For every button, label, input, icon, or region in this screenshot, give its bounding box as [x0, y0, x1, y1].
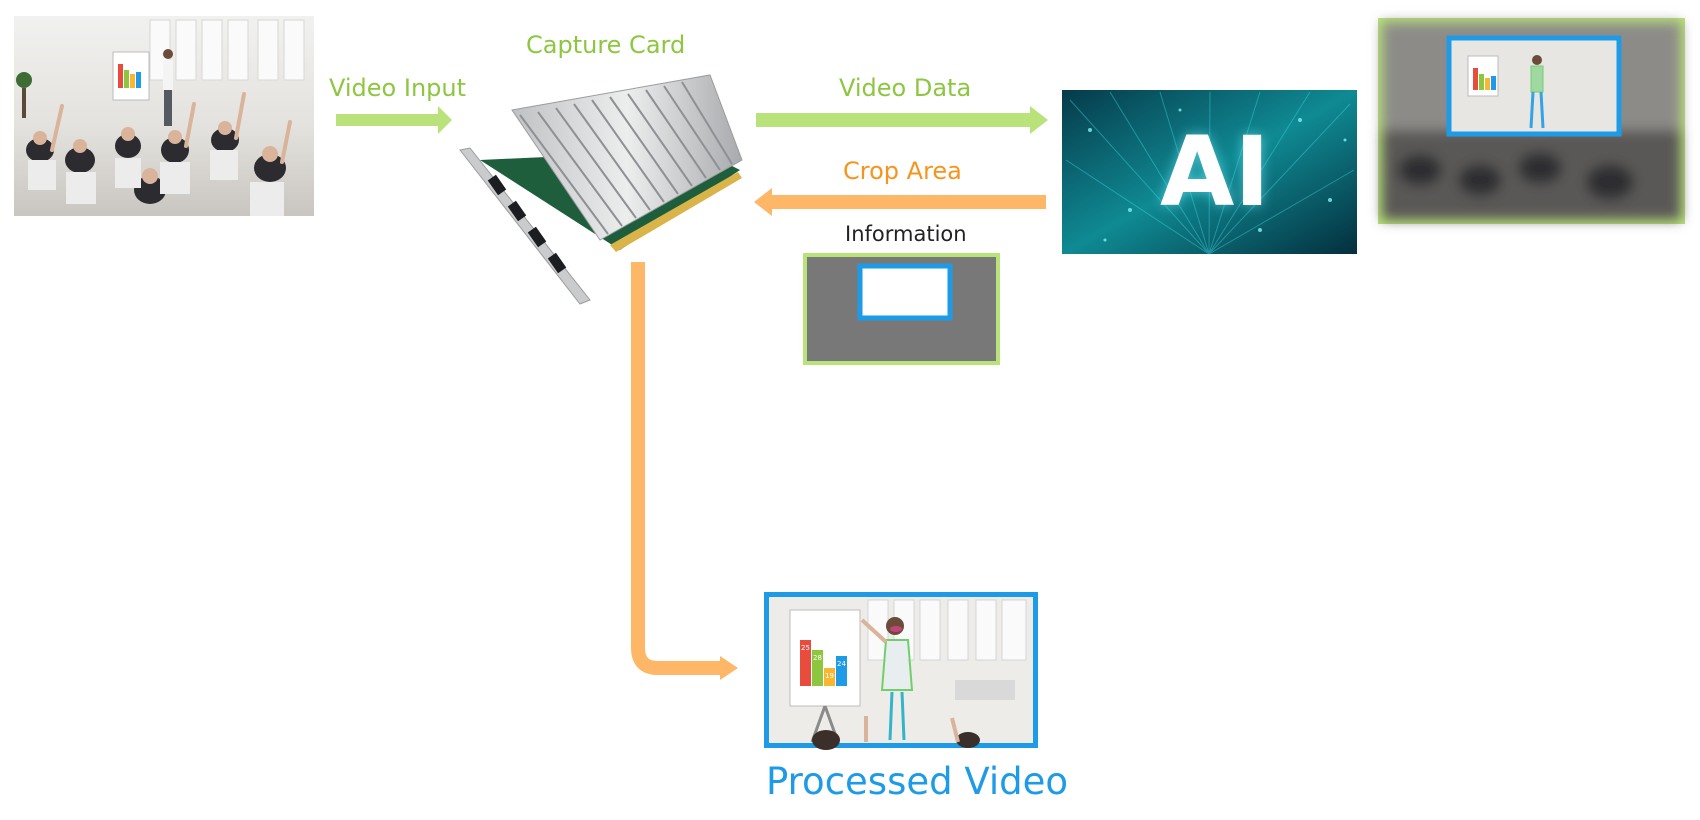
information-label: Information — [845, 222, 967, 246]
source-video-photo — [14, 16, 314, 216]
bar-label-1: 25 — [801, 644, 810, 652]
crop-area-arrow — [754, 188, 1046, 216]
video-input-arrow — [336, 106, 452, 134]
ai-text: AI — [1160, 116, 1271, 228]
information-box — [803, 253, 1000, 365]
capture-card — [459, 74, 743, 305]
bar-label-2: 28 — [813, 654, 822, 662]
processed-video-frame: 25 28 19 24 — [764, 592, 1038, 750]
crop-area-label: Crop Area — [843, 157, 962, 185]
ai-image — [1062, 90, 1357, 255]
bar-label-4: 24 — [837, 660, 846, 668]
bar-label-3: 19 — [825, 672, 834, 680]
video-input-label: Video Input — [329, 74, 467, 102]
processed-video-label: Processed Video — [766, 760, 1069, 803]
video-data-label: Video Data — [839, 74, 972, 102]
detected-crop-thumbnail — [1378, 18, 1685, 224]
processed-output-arrow — [631, 262, 738, 680]
video-data-arrow — [756, 106, 1048, 134]
capture-card-label: Capture Card — [526, 31, 686, 59]
